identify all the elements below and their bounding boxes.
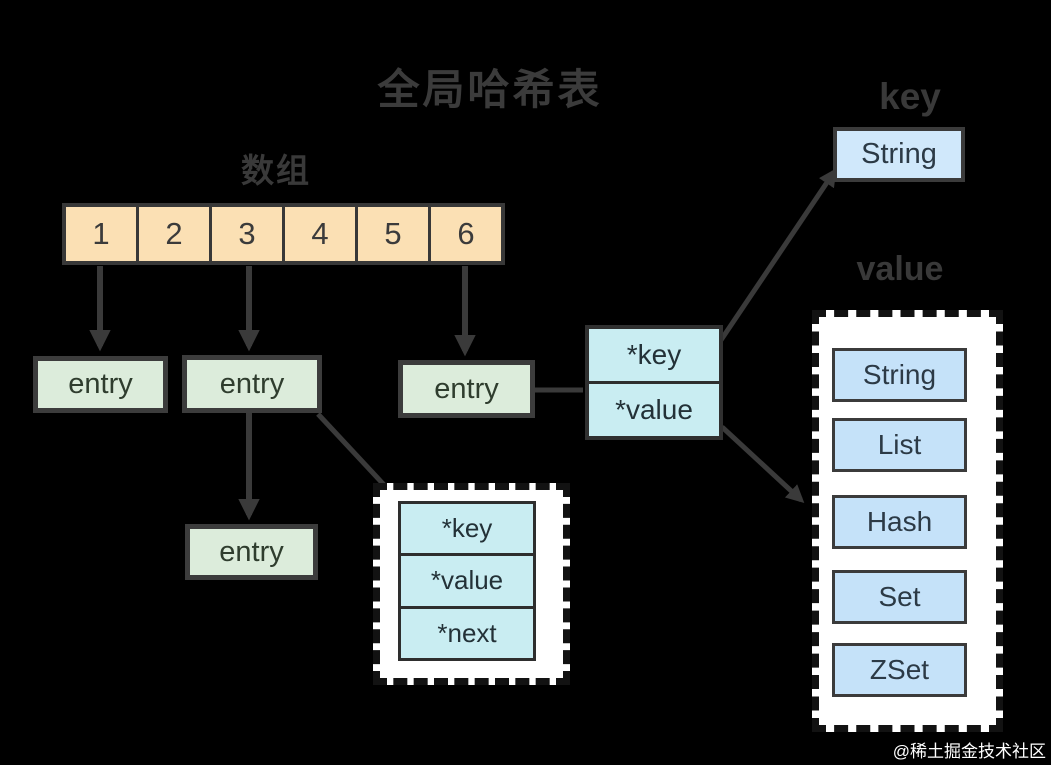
value-type-string: String xyxy=(832,348,967,402)
value-type-zset: ZSet xyxy=(832,643,967,697)
bucket-array: 1 2 3 4 5 6 xyxy=(62,203,505,265)
array-cell-2: 2 xyxy=(139,207,212,261)
entry-box-2: entry xyxy=(182,355,322,413)
value-type-list: List xyxy=(832,418,967,472)
array-cell-6: 6 xyxy=(457,216,475,251)
entry-box-3: entry xyxy=(398,360,535,418)
array-cell-3: 3 xyxy=(212,207,285,261)
dict-entry-detail-table: *key *value *next xyxy=(398,501,536,661)
array-label: 数组 xyxy=(241,152,311,189)
array-cell-5: 5 xyxy=(358,207,431,261)
value-label: value xyxy=(856,250,944,288)
key-label: key xyxy=(879,76,941,117)
detail-key-cell: *key xyxy=(401,504,533,557)
value-type-hash: Hash xyxy=(832,495,967,549)
watermark: @稀土掘金技术社区 xyxy=(892,742,1046,761)
detail-next-cell: *next xyxy=(437,617,497,648)
key-type-box: String xyxy=(833,127,965,182)
callout-entry-to-detail-panel xyxy=(316,412,388,489)
dict-entry-detail-panel: *key *value *next xyxy=(373,483,570,685)
diagram-title: 全局哈希表 xyxy=(377,66,603,113)
dict-entry-key-cell: *key xyxy=(589,329,719,384)
value-type-set: Set xyxy=(832,570,967,624)
dict-entry-value-cell: *value xyxy=(615,394,693,425)
entry-box-1: entry xyxy=(33,356,168,413)
dict-entry-box: *key *value xyxy=(585,325,723,440)
detail-value-cell: *value xyxy=(401,556,533,609)
pointer-value-to-types xyxy=(720,425,805,504)
entry-box-4: entry xyxy=(185,524,318,580)
array-cell-4: 4 xyxy=(285,207,358,261)
value-types-panel: String List Hash Set ZSet xyxy=(812,310,1003,732)
array-cell-1: 1 xyxy=(66,207,139,261)
